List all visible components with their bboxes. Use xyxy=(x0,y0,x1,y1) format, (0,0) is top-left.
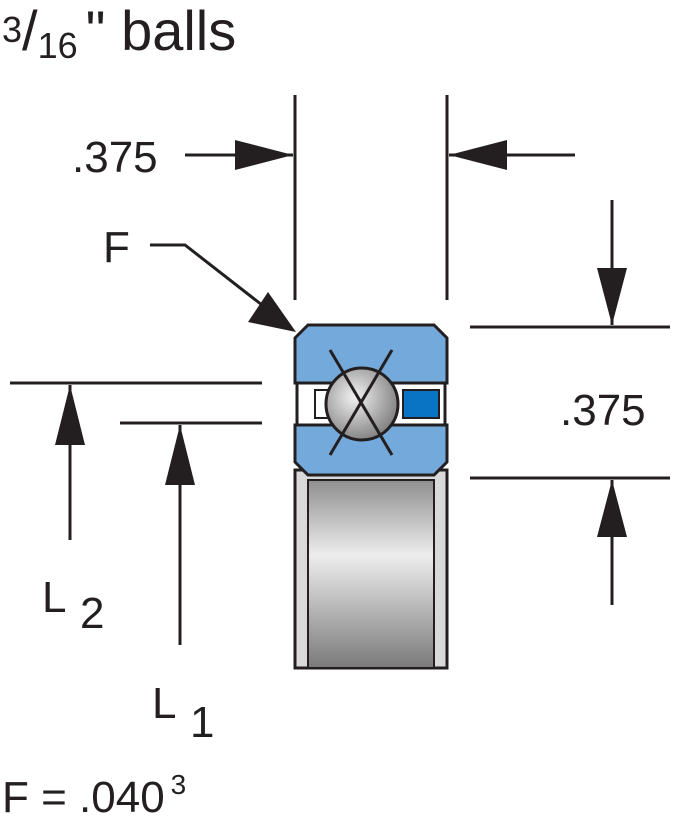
title-suffix: " balls xyxy=(86,0,237,62)
cage xyxy=(402,389,440,419)
dimension-lines xyxy=(10,95,670,645)
l2-letter: L xyxy=(42,573,66,622)
title-numerator: 3 xyxy=(2,9,22,50)
l1-subscript: 1 xyxy=(190,698,214,747)
footnote-text: F = .040 xyxy=(2,773,165,817)
l1-letter: L xyxy=(152,679,176,728)
title: 3/16" balls xyxy=(2,0,236,66)
height-label: .375 xyxy=(560,386,646,435)
outer-ring xyxy=(293,323,449,385)
footnote-superscript: 3 xyxy=(171,769,187,800)
inner-ring xyxy=(293,423,449,477)
bearing-section xyxy=(293,323,449,670)
width-label: .375 xyxy=(72,133,158,182)
title-slash: / xyxy=(22,0,38,62)
l2-subscript: 2 xyxy=(80,589,104,638)
title-denominator: 16 xyxy=(38,25,78,66)
f-label: F xyxy=(103,223,130,272)
